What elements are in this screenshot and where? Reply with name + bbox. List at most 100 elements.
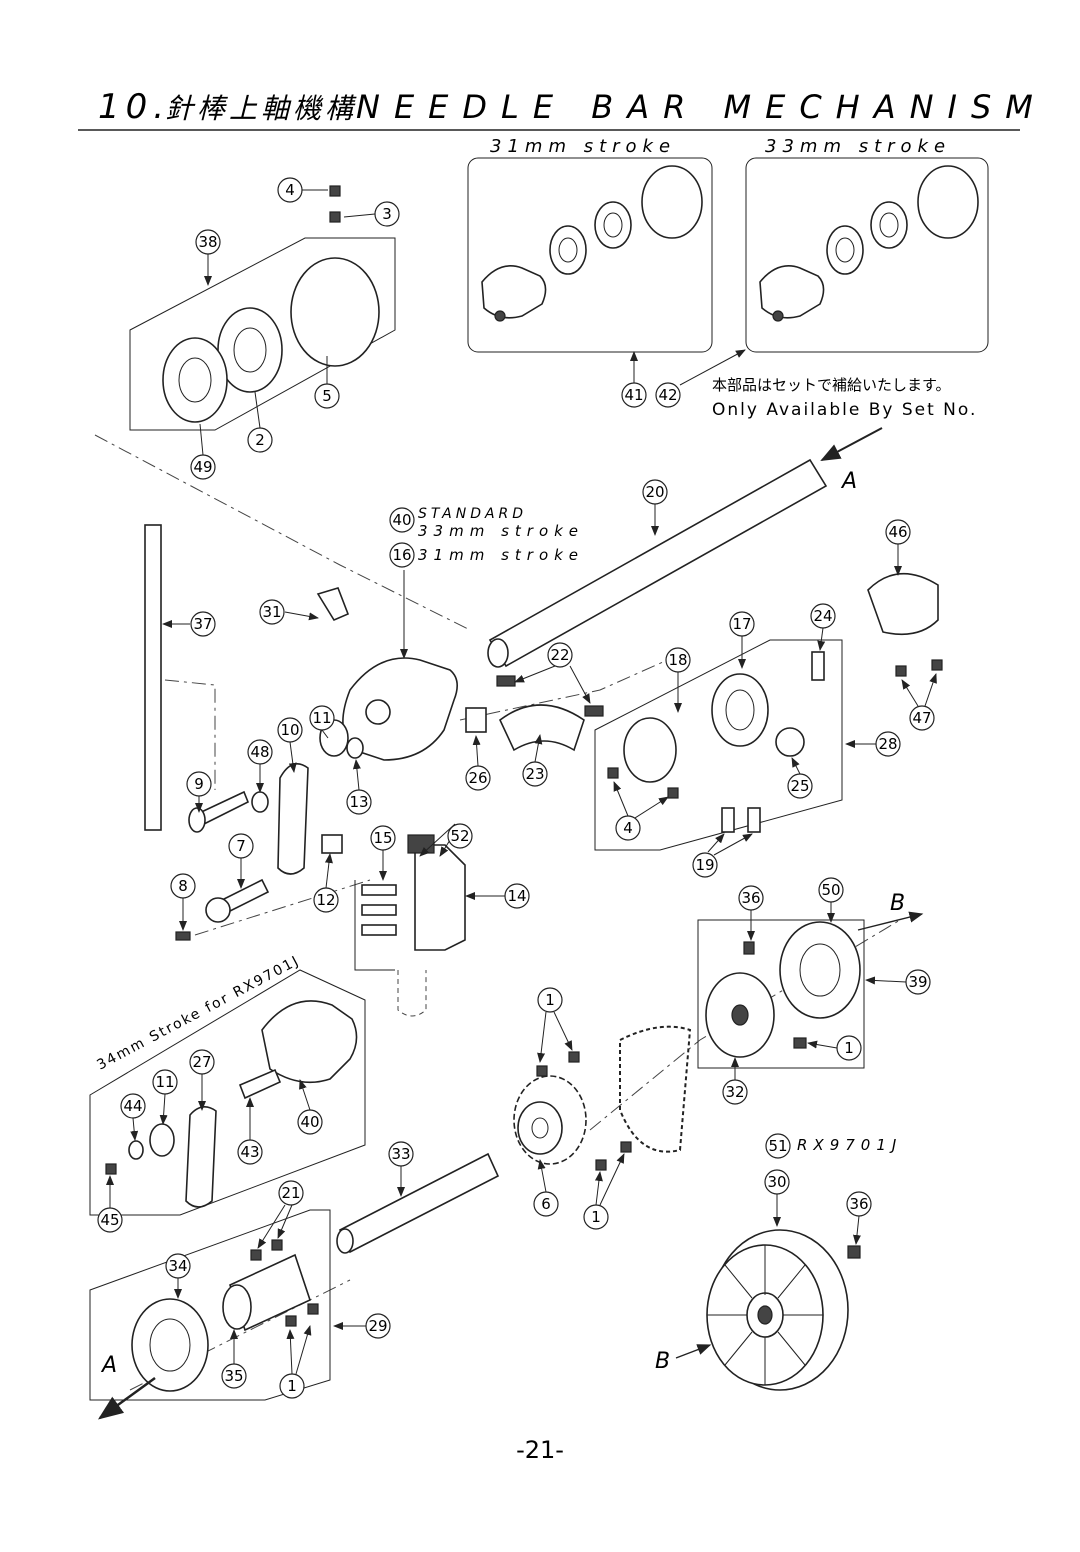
callout-11: 11 bbox=[309, 705, 335, 731]
screw-19b bbox=[747, 807, 761, 833]
section-number: 10. bbox=[98, 87, 170, 127]
screw-4b bbox=[667, 787, 679, 799]
connecting-rod-27 bbox=[185, 1106, 217, 1208]
rx9701j-variant: 34mm Stroke for RX9701J bbox=[89, 953, 366, 1216]
screw-22-left bbox=[496, 675, 516, 687]
callout-17: 17 bbox=[729, 611, 755, 637]
callout-45: 45 bbox=[97, 1207, 123, 1233]
set-note-japanese: 本部品はセットで補給いたします。 bbox=[712, 376, 951, 394]
svg-text:26: 26 bbox=[468, 769, 487, 787]
shafts bbox=[144, 458, 828, 1254]
standard-label: STANDARD bbox=[418, 506, 527, 522]
callout-46: 46 bbox=[885, 519, 911, 545]
svg-text:22: 22 bbox=[550, 646, 569, 664]
callout-13: 13 bbox=[346, 789, 372, 815]
callout-52: 52 bbox=[447, 823, 473, 849]
stroke33-label: 33mm stroke bbox=[418, 522, 584, 540]
callout-31: 31 bbox=[259, 599, 285, 625]
callout-4: 4 bbox=[277, 177, 303, 203]
arrow-a-top bbox=[820, 427, 883, 461]
svg-text:41: 41 bbox=[624, 386, 643, 404]
guide-14 bbox=[414, 844, 466, 951]
screw-47b bbox=[931, 659, 943, 671]
callout-30: 30 bbox=[764, 1169, 790, 1195]
callout-3: 3 bbox=[374, 201, 400, 227]
inset33-bearing-b bbox=[826, 225, 864, 275]
pin-43 bbox=[238, 1068, 282, 1100]
callout-1a: 1 bbox=[836, 1035, 862, 1061]
svg-text:13: 13 bbox=[349, 793, 368, 811]
timing-belt bbox=[619, 1025, 692, 1153]
crank-46 bbox=[867, 572, 939, 636]
needle-bearing-11b bbox=[149, 1123, 175, 1157]
counterweight-23 bbox=[499, 704, 585, 752]
direction-markers: A B A B bbox=[97, 427, 924, 1420]
callout-51: 51 bbox=[765, 1133, 791, 1159]
callout-26: 26 bbox=[465, 765, 491, 791]
stroke31-label: 31mm stroke bbox=[418, 546, 584, 564]
inset33-crank bbox=[759, 265, 825, 319]
svg-text:18: 18 bbox=[668, 651, 687, 669]
screw-8 bbox=[175, 931, 191, 941]
screw-45 bbox=[105, 1163, 117, 1175]
callout-12: 12 bbox=[313, 887, 339, 913]
svg-text:40: 40 bbox=[392, 511, 411, 529]
washer-44 bbox=[128, 1140, 144, 1160]
svg-text:40: 40 bbox=[300, 1113, 319, 1131]
callout-39: 39 bbox=[905, 969, 931, 995]
callout-5: 5 bbox=[314, 383, 340, 409]
screw-4a bbox=[607, 767, 619, 779]
screw-22-right bbox=[584, 705, 604, 717]
handwheel-30 bbox=[706, 1229, 861, 1391]
svg-text:48: 48 bbox=[250, 743, 269, 761]
svg-text:4: 4 bbox=[623, 819, 633, 837]
callout-10: 10 bbox=[277, 717, 303, 743]
callout-36: 36 bbox=[738, 885, 764, 911]
callout-23: 23 bbox=[522, 761, 548, 787]
callout-24: 24 bbox=[810, 603, 836, 629]
inset-33mm-label: 33mm stroke bbox=[765, 136, 951, 157]
callout-6: 6 bbox=[533, 1191, 559, 1217]
svg-text:46: 46 bbox=[888, 523, 907, 541]
callout-35: 35 bbox=[221, 1363, 247, 1389]
callout-11b: 11 bbox=[152, 1069, 178, 1095]
callout-43: 43 bbox=[237, 1139, 263, 1165]
svg-text:33: 33 bbox=[391, 1145, 410, 1163]
svg-text:28: 28 bbox=[878, 735, 897, 753]
svg-text:24: 24 bbox=[813, 607, 832, 625]
screw-19a bbox=[721, 807, 735, 833]
callout-33: 33 bbox=[388, 1141, 414, 1167]
svg-text:3: 3 bbox=[382, 205, 392, 223]
svg-text:42: 42 bbox=[658, 386, 677, 404]
callout-20: 20 bbox=[642, 479, 668, 505]
bearing-34 bbox=[131, 1298, 209, 1392]
washer-48 bbox=[251, 791, 269, 813]
svg-text:45: 45 bbox=[100, 1211, 119, 1229]
callout-28: 28 bbox=[875, 731, 901, 757]
eccentric-assembly-28 bbox=[594, 572, 943, 851]
variant-labels: STANDARD 33mm stroke 31mm stroke RX9701J bbox=[418, 506, 896, 1154]
callout-9: 9 bbox=[186, 771, 212, 797]
svg-text:6: 6 bbox=[541, 1195, 551, 1213]
svg-text:50: 50 bbox=[821, 881, 840, 899]
svg-text:52: 52 bbox=[450, 827, 469, 845]
svg-text:8: 8 bbox=[178, 877, 188, 895]
callout-14: 14 bbox=[504, 883, 530, 909]
page-number: -21- bbox=[516, 1436, 564, 1464]
callout-7: 7 bbox=[228, 833, 254, 859]
svg-text:23: 23 bbox=[525, 765, 544, 783]
callout-18: 18 bbox=[665, 647, 691, 673]
callout-19: 19 bbox=[692, 852, 718, 878]
svg-text:37: 37 bbox=[193, 615, 212, 633]
inset31-bearing-a bbox=[594, 201, 632, 249]
svg-text:19: 19 bbox=[695, 856, 714, 874]
inset31-bearing-b bbox=[549, 225, 587, 275]
callout-40: 40 bbox=[389, 507, 415, 533]
bearing-49 bbox=[162, 337, 228, 423]
callout-34: 34 bbox=[165, 1253, 191, 1279]
svg-text:30: 30 bbox=[767, 1173, 786, 1191]
ring-17 bbox=[711, 673, 769, 747]
callout-41: 41 bbox=[621, 382, 647, 408]
callout-27: 27 bbox=[189, 1049, 215, 1075]
